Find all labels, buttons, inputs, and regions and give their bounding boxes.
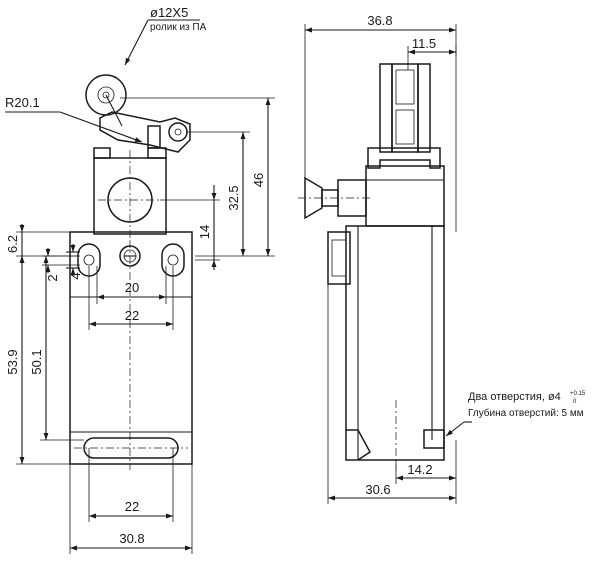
svg-text:20: 20: [125, 280, 139, 295]
svg-text:2: 2: [45, 274, 60, 281]
radius-label: R20.1: [5, 95, 40, 110]
dim-30-6: 30.6: [327, 284, 457, 504]
dim-30-8: 30.8: [69, 464, 193, 554]
dim-6-2: 6.2: [5, 224, 78, 264]
dim-50-1: 50.1: [29, 256, 84, 441]
svg-text:14: 14: [197, 225, 212, 239]
front-view: ø12X5 ролик из ПА R20.1 46 32.5: [5, 5, 275, 554]
tolerance-lower: 0: [573, 399, 577, 405]
dim-14-2: 14.2: [395, 440, 457, 484]
holes-note: Два отверстия, ø4: [468, 391, 561, 403]
dim-20: 20: [96, 266, 167, 304]
dim-46: 46: [120, 97, 275, 257]
svg-text:46: 46: [251, 173, 266, 187]
dim-22-top: 22: [88, 266, 174, 330]
svg-text:6.2: 6.2: [5, 235, 20, 253]
svg-text:50.1: 50.1: [29, 349, 44, 374]
dim-11-5: 11.5: [407, 36, 457, 232]
side-lever: [367, 63, 441, 169]
switch-housing: [69, 231, 193, 470]
switch-head: [93, 150, 167, 240]
svg-text:4: 4: [68, 272, 83, 279]
svg-text:11.5: 11.5: [412, 36, 436, 51]
svg-text:36.8: 36.8: [367, 13, 392, 28]
side-head: [298, 165, 445, 227]
depth-note: Глубина отверстий: 5 мм: [468, 407, 584, 419]
tolerance-upper: +0.15: [570, 391, 586, 397]
side-body: [327, 225, 445, 470]
svg-text:22: 22: [125, 499, 139, 514]
svg-text:30.8: 30.8: [119, 531, 144, 546]
dim-32-5: 32.5: [186, 131, 250, 256]
svg-text:53.9: 53.9: [5, 349, 20, 374]
roller-material-note: ролик из ПА: [150, 22, 207, 33]
side-view: 36.8 11.5 14.2 30.6 Два отверстия, ø4 +0…: [298, 13, 586, 504]
svg-text:32.5: 32.5: [226, 185, 241, 210]
holes-callout: Два отверстия, ø4 +0.15 0 Глубина отверс…: [445, 391, 586, 437]
dim-14: 14: [160, 185, 220, 270]
svg-text:30.6: 30.6: [365, 482, 390, 497]
roller-lever: [85, 74, 191, 159]
svg-text:22: 22: [125, 308, 139, 323]
roller-diameter-label: ø12X5: [150, 5, 188, 20]
dim-22-bottom: 22: [88, 448, 174, 522]
dim-53-9: 53.9: [5, 256, 70, 465]
roller-callout: ø12X5 ролик из ПА: [124, 5, 207, 66]
dim-4: 4: [66, 244, 83, 280]
radius-callout: R20.1: [5, 95, 143, 143]
svg-text:14.2: 14.2: [407, 462, 432, 477]
dim-36-8: 36.8: [304, 13, 457, 186]
